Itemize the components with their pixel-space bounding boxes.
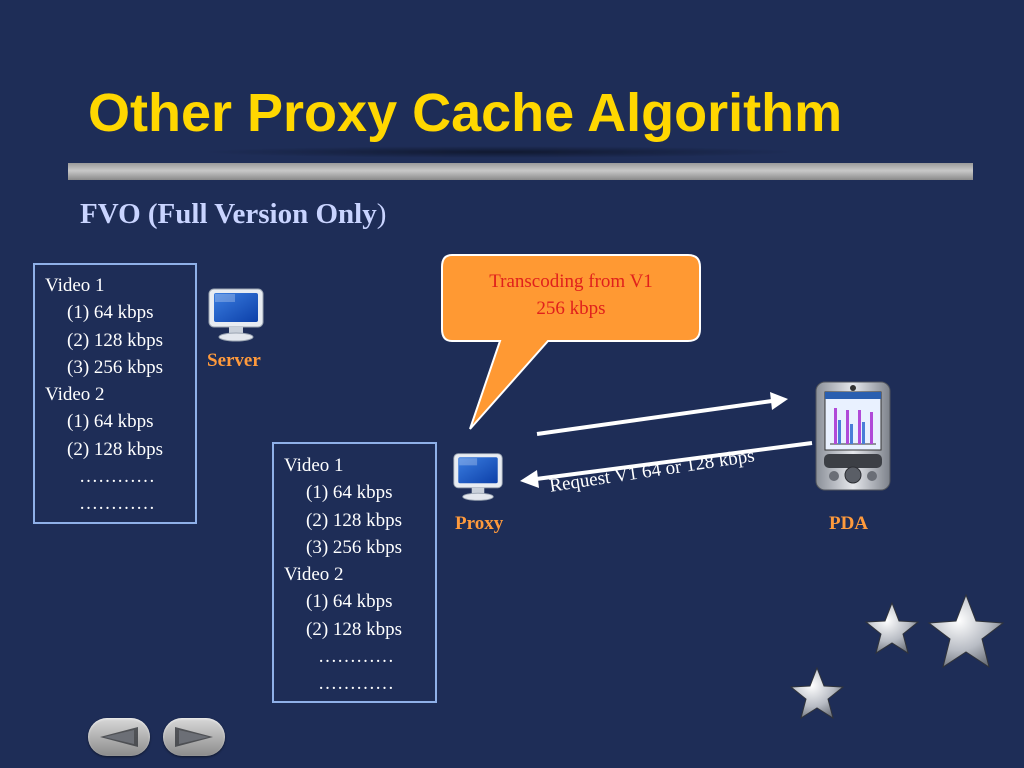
title-underline-shadow (200, 146, 800, 158)
pda-device-icon (815, 381, 891, 491)
next-slide-button[interactable] (163, 718, 225, 756)
server-computer-icon (208, 288, 264, 342)
server-cache-line: (1) 64 kbps (67, 302, 154, 324)
pda-to-proxy-arrow (535, 441, 813, 481)
server-cache-line: Video 1 (45, 275, 105, 296)
proxy-cache-list: Video 1 (1) 64 kbps (2) 128 kbps (3) 256… (272, 442, 437, 703)
subtitle-text: FVO (Full Version Only (80, 198, 377, 230)
callout-text: Transcoding from V1 256 kbps (448, 268, 694, 322)
transcoding-callout (441, 254, 701, 430)
star-icon (927, 593, 1005, 669)
proxy-cache-line: Video 2 (284, 564, 344, 586)
proxy-cache-line: ………… (318, 673, 394, 695)
server-cache-line: Video 2 (45, 384, 105, 406)
slide-title: Other Proxy Cache Algorithm (88, 83, 843, 143)
server-cache-line: ………… (79, 493, 155, 515)
pda-to-proxy-arrowhead (520, 470, 539, 488)
next-slide-icon (175, 727, 213, 747)
server-label: Server (207, 350, 261, 371)
proxy-cache-line: (2) 128 kbps (306, 509, 403, 531)
proxy-cache-line: (1) 64 kbps (306, 591, 393, 613)
previous-slide-button[interactable] (88, 718, 150, 756)
server-cache-line: (2) 128 kbps (67, 329, 164, 351)
callout-line-1: Transcoding from V1 (489, 271, 653, 292)
proxy-cache-line: ………… (318, 646, 394, 668)
proxy-to-pda-arrowhead (770, 392, 788, 410)
subtitle-close-paren: ) (376, 198, 387, 230)
previous-slide-icon (100, 727, 138, 747)
server-cache-line: (2) 128 kbps (67, 438, 164, 460)
server-cache-line: (3) 256 kbps (67, 356, 164, 378)
proxy-to-pda-arrow (536, 399, 773, 436)
callout-line-2: 256 kbps (536, 298, 606, 319)
proxy-label: Proxy (455, 513, 504, 534)
title-underline (68, 163, 973, 180)
decorative-stars (789, 593, 1005, 720)
star-icon (789, 666, 845, 720)
proxy-cache-line: (1) 64 kbps (306, 482, 393, 504)
star-icon (864, 601, 920, 655)
server-cache-list: Video 1 (1) 64 kbps (2) 128 kbps (3) 256… (33, 263, 197, 524)
proxy-computer-icon (453, 453, 503, 501)
proxy-cache-line: (3) 256 kbps (306, 536, 403, 558)
proxy-cache-line: Video 1 (284, 455, 344, 476)
server-cache-line: (1) 64 kbps (67, 411, 154, 433)
server-cache-line: ………… (79, 466, 155, 488)
slide-subtitle: FVO (Full Version Only) (80, 198, 386, 231)
pda-label: PDA (829, 513, 869, 534)
proxy-cache-line: (2) 128 kbps (306, 618, 403, 640)
